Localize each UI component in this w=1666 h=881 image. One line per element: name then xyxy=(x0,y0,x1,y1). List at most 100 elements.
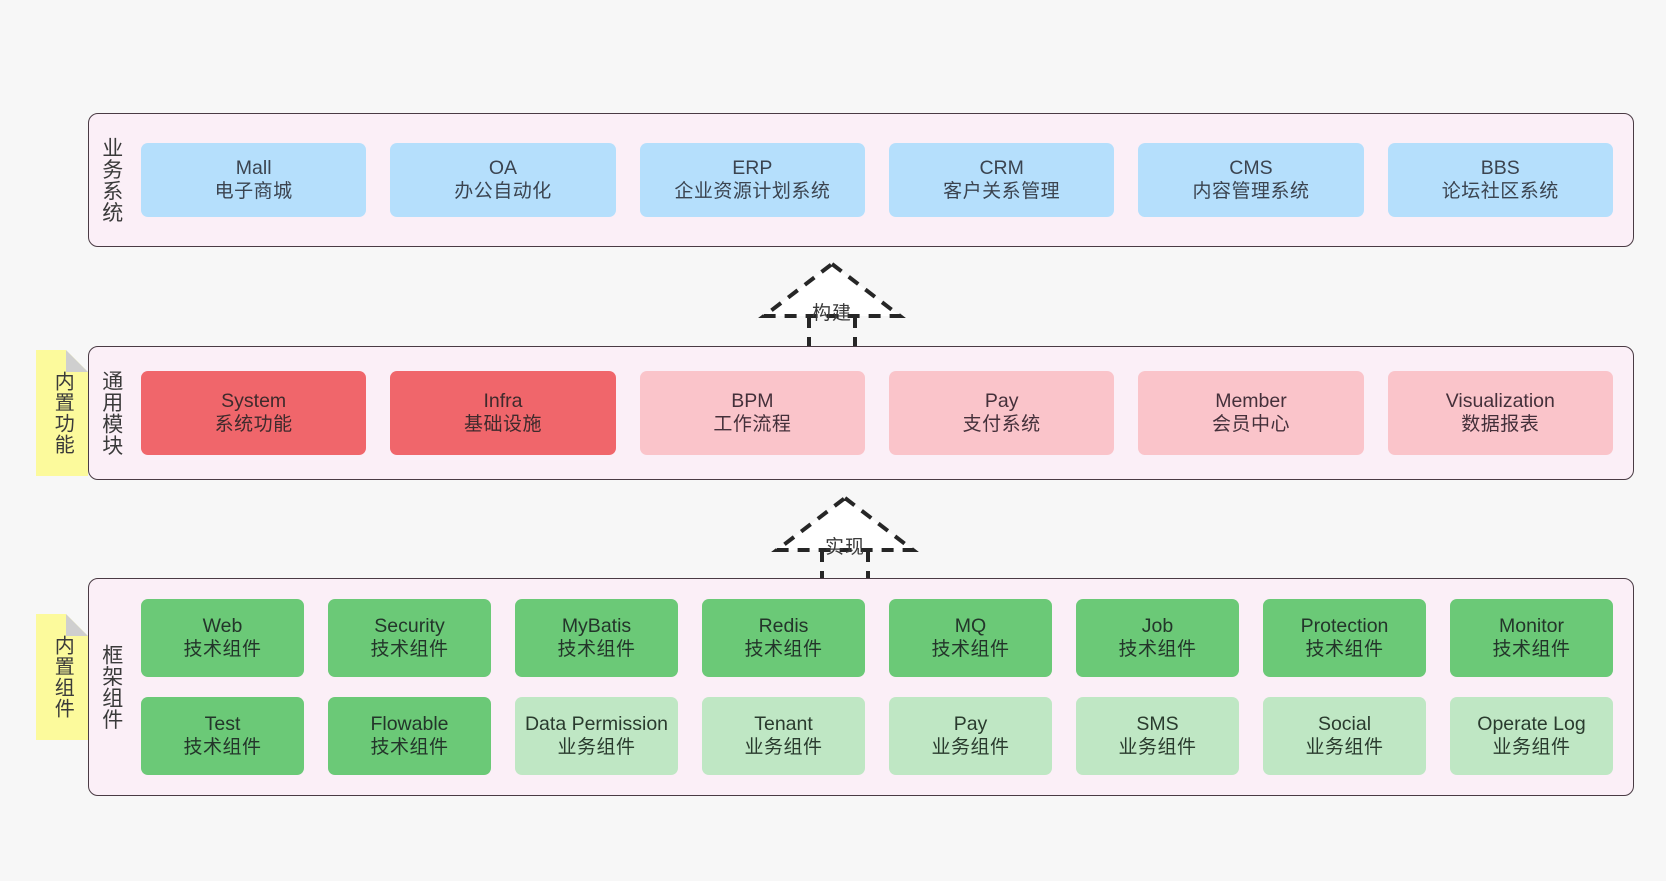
node-mq[interactable]: MQ 技术组件 xyxy=(889,599,1052,677)
node-security[interactable]: Security 技术组件 xyxy=(328,599,491,677)
node-label-en: Infra xyxy=(483,389,523,412)
node-mybatis[interactable]: MyBatis 技术组件 xyxy=(515,599,678,677)
node-label-en: Tenant xyxy=(754,712,813,735)
node-label-cn: 技术组件 xyxy=(183,737,262,759)
node-row-business: Test 技术组件 Flowable 技术组件 Data Permission … xyxy=(141,697,1613,775)
node-label-en: MyBatis xyxy=(561,614,632,637)
node-label-en: BBS xyxy=(1480,156,1520,179)
node-label-en: MQ xyxy=(954,614,987,637)
node-label-cn: 技术组件 xyxy=(1492,639,1571,661)
node-label-cn: 数据报表 xyxy=(1461,414,1540,436)
node-label-cn: 技术组件 xyxy=(1305,639,1384,661)
node-label-cn: 工作流程 xyxy=(713,414,792,436)
node-redis[interactable]: Redis 技术组件 xyxy=(702,599,865,677)
node-label-cn: 业务组件 xyxy=(1305,737,1384,759)
node-label-en: CMS xyxy=(1229,156,1273,179)
node-job[interactable]: Job 技术组件 xyxy=(1076,599,1239,677)
node-label-en: Flowable xyxy=(370,712,449,735)
node-label-en: Member xyxy=(1215,389,1287,412)
node-label-en: Test xyxy=(204,712,241,735)
node-label-cn: 技术组件 xyxy=(557,639,636,661)
node-label-en: Pay xyxy=(953,712,988,735)
node-label-cn: 办公自动化 xyxy=(454,181,552,203)
node-label-cn: 技术组件 xyxy=(370,639,449,661)
node-flowable[interactable]: Flowable 技术组件 xyxy=(328,697,491,775)
node-label-en: CRM xyxy=(979,156,1024,179)
note-builtin-components: 内置组件 xyxy=(36,614,88,740)
node-visualization[interactable]: Visualization 数据报表 xyxy=(1387,371,1613,455)
node-row: System 系统功能 Infra 基础设施 BPM 工作流程 Pay 支付系统… xyxy=(141,371,1613,455)
node-label-cn: 系统功能 xyxy=(214,414,293,436)
node-label-cn: 内容管理系统 xyxy=(1192,181,1310,203)
node-label-cn: 业务组件 xyxy=(1492,737,1571,759)
connector-label-build: 构建 xyxy=(811,303,853,324)
node-label-cn: 会员中心 xyxy=(1211,414,1290,436)
node-label-en: Web xyxy=(202,614,243,637)
layer-title-framework-components: 框架组件 xyxy=(99,644,123,730)
node-pay-module[interactable]: Pay 支付系统 xyxy=(888,371,1115,455)
node-label-en: Job xyxy=(1141,614,1174,637)
note-text: 内置功能 xyxy=(51,371,74,455)
node-bbs[interactable]: BBS 论坛社区系统 xyxy=(1387,143,1613,217)
note-builtin-features: 内置功能 xyxy=(36,350,88,476)
node-label-cn: 技术组件 xyxy=(931,639,1010,661)
note-text: 内置组件 xyxy=(51,635,74,719)
node-label-cn: 业务组件 xyxy=(744,737,823,759)
node-operate-log[interactable]: Operate Log 业务组件 xyxy=(1450,697,1613,775)
node-test[interactable]: Test 技术组件 xyxy=(141,697,304,775)
node-label-en: Protection xyxy=(1300,614,1389,637)
layer-body-common-modules: System 系统功能 Infra 基础设施 BPM 工作流程 Pay 支付系统… xyxy=(133,347,1633,479)
node-label-en: SMS xyxy=(1136,712,1179,735)
node-sms[interactable]: SMS 业务组件 xyxy=(1076,697,1239,775)
node-member[interactable]: Member 会员中心 xyxy=(1138,371,1364,455)
node-label-cn: 技术组件 xyxy=(370,737,449,759)
node-label-en: Data Permission xyxy=(524,712,669,735)
node-label-en: Redis xyxy=(758,614,809,637)
layer-business-systems[interactable]: 业务系统 Mall 电子商城 OA 办公自动化 ERP 企业资源计划系统 CRM… xyxy=(88,113,1634,247)
node-bpm[interactable]: BPM 工作流程 xyxy=(639,371,865,455)
connector-label-implement: 实现 xyxy=(824,537,866,558)
node-web[interactable]: Web 技术组件 xyxy=(141,599,304,677)
node-label-cn: 技术组件 xyxy=(744,639,823,661)
node-label-en: ERP xyxy=(732,156,773,179)
layer-common-modules[interactable]: 通用模块 System 系统功能 Infra 基础设施 BPM 工作流程 Pay… xyxy=(88,346,1634,480)
node-mall[interactable]: Mall 电子商城 xyxy=(141,143,367,217)
node-label-en: System xyxy=(221,389,287,412)
node-social[interactable]: Social 业务组件 xyxy=(1263,697,1426,775)
node-label-cn: 业务组件 xyxy=(1118,737,1197,759)
node-label-en: Operate Log xyxy=(1477,712,1586,735)
node-row-technical: Web 技术组件 Security 技术组件 MyBatis 技术组件 Redi… xyxy=(141,599,1613,677)
node-row: Mall 电子商城 OA 办公自动化 ERP 企业资源计划系统 CRM 客户关系… xyxy=(141,143,1613,217)
node-monitor[interactable]: Monitor 技术组件 xyxy=(1450,599,1613,677)
node-label-en: Mall xyxy=(235,156,272,179)
node-label-cn: 技术组件 xyxy=(183,639,262,661)
node-system[interactable]: System 系统功能 xyxy=(141,371,367,455)
layer-title-business-systems: 业务系统 xyxy=(99,137,123,223)
layer-framework-components[interactable]: 框架组件 Web 技术组件 Security 技术组件 MyBatis 技术组件… xyxy=(88,578,1634,796)
node-data-permission[interactable]: Data Permission 业务组件 xyxy=(515,697,678,775)
layer-body-business-systems: Mall 电子商城 OA 办公自动化 ERP 企业资源计划系统 CRM 客户关系… xyxy=(133,114,1633,246)
node-label-en: Monitor xyxy=(1498,614,1565,637)
node-cms[interactable]: CMS 内容管理系统 xyxy=(1138,143,1364,217)
node-label-cn: 业务组件 xyxy=(931,737,1010,759)
node-label-en: BPM xyxy=(731,389,774,412)
node-label-cn: 客户关系管理 xyxy=(943,181,1061,203)
node-crm[interactable]: CRM 客户关系管理 xyxy=(888,143,1115,217)
layer-body-framework-components: Web 技术组件 Security 技术组件 MyBatis 技术组件 Redi… xyxy=(133,579,1633,795)
node-protection[interactable]: Protection 技术组件 xyxy=(1263,599,1426,677)
node-label-en: Security xyxy=(374,614,445,637)
node-infra[interactable]: Infra 基础设施 xyxy=(390,371,616,455)
node-label-en: Visualization xyxy=(1445,389,1555,412)
node-label-cn: 企业资源计划系统 xyxy=(674,181,831,203)
node-label-cn: 电子商城 xyxy=(214,181,293,203)
node-label-cn: 业务组件 xyxy=(557,737,636,759)
node-oa[interactable]: OA 办公自动化 xyxy=(390,143,616,217)
node-label-en: OA xyxy=(488,156,518,179)
node-tenant[interactable]: Tenant 业务组件 xyxy=(702,697,865,775)
node-label-en: Pay xyxy=(984,389,1019,412)
layer-title-common-modules: 通用模块 xyxy=(99,370,123,456)
node-pay-component[interactable]: Pay 业务组件 xyxy=(889,697,1052,775)
node-label-en: Social xyxy=(1317,712,1372,735)
node-erp[interactable]: ERP 企业资源计划系统 xyxy=(639,143,865,217)
